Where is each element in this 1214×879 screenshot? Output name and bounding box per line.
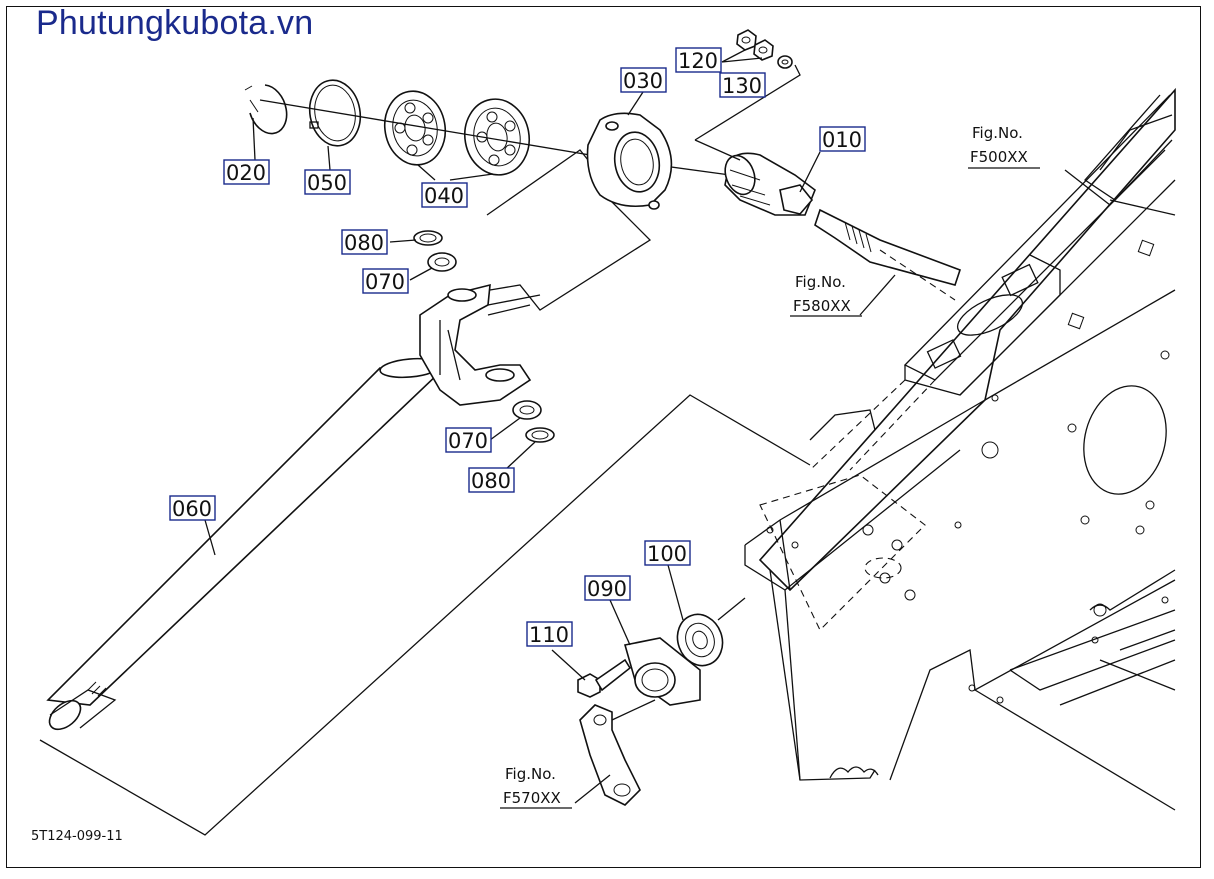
bearing-070-top xyxy=(427,252,457,272)
svg-text:F500XX: F500XX xyxy=(970,148,1028,166)
svg-text:030: 030 xyxy=(623,69,663,93)
flange-090 xyxy=(623,637,701,706)
svg-text:080: 080 xyxy=(471,469,511,493)
svg-text:010: 010 xyxy=(822,128,862,152)
fig-ref-f570[interactable]: Fig.No. F570XX xyxy=(500,765,572,809)
part-label-110[interactable]: 110 xyxy=(526,621,573,647)
lever-arm-drawing xyxy=(579,699,656,806)
washer-130 xyxy=(777,55,793,69)
bearing-100 xyxy=(676,597,746,667)
svg-text:Fig.No.: Fig.No. xyxy=(505,765,556,783)
bolt-110 xyxy=(577,658,632,698)
ball-bearing-040-a xyxy=(383,90,447,166)
ball-bearing-040-b xyxy=(464,98,530,176)
figure-code: 5T124-099-11 xyxy=(31,829,123,844)
svg-text:Fig.No.: Fig.No. xyxy=(795,273,846,291)
svg-text:120: 120 xyxy=(678,49,718,73)
washer-080-bottom xyxy=(525,427,555,443)
svg-text:100: 100 xyxy=(647,542,687,566)
frame-assembly-drawing xyxy=(744,87,1176,811)
svg-text:050: 050 xyxy=(307,171,347,195)
wiring-shaft-drawing xyxy=(814,208,962,301)
svg-text:Fig.No.: Fig.No. xyxy=(972,124,1023,142)
leader-lines xyxy=(204,49,1111,804)
svg-text:090: 090 xyxy=(587,577,627,601)
washer-080-top xyxy=(413,230,443,246)
fig-ref-f500[interactable]: Fig.No. F500XX xyxy=(968,124,1040,169)
site-watermark: Phutungkubota.vn xyxy=(36,4,314,42)
snap-ring-020 xyxy=(244,84,288,135)
shaft-060-drawing xyxy=(39,357,811,836)
part-label-120[interactable]: 120 xyxy=(675,47,722,73)
fork-bracket-drawing xyxy=(419,149,652,406)
part-label-070-bottom[interactable]: 070 xyxy=(445,427,492,453)
part-label-050[interactable]: 050 xyxy=(304,169,351,195)
part-label-090[interactable]: 090 xyxy=(584,575,631,601)
part-label-080-bottom[interactable]: 080 xyxy=(468,467,515,493)
svg-text:060: 060 xyxy=(172,497,212,521)
sensor-010 xyxy=(694,139,816,216)
part-label-070-top[interactable]: 070 xyxy=(362,268,409,294)
part-label-130[interactable]: 130 xyxy=(719,72,766,98)
bearing-070-bottom xyxy=(512,400,542,420)
svg-text:F570XX: F570XX xyxy=(503,789,561,807)
part-label-030[interactable]: 030 xyxy=(620,67,667,93)
part-label-020[interactable]: 020 xyxy=(223,159,270,185)
bearing-housing-030 xyxy=(586,112,673,210)
svg-text:070: 070 xyxy=(365,270,405,294)
part-label-080-top[interactable]: 080 xyxy=(341,229,388,255)
part-label-040[interactable]: 040 xyxy=(421,182,468,208)
part-label-060[interactable]: 060 xyxy=(169,495,216,521)
svg-text:020: 020 xyxy=(226,161,266,185)
svg-text:040: 040 xyxy=(424,184,464,208)
diagram-frame xyxy=(6,6,1201,868)
svg-text:080: 080 xyxy=(344,231,384,255)
part-label-010[interactable]: 010 xyxy=(819,126,866,152)
svg-text:110: 110 xyxy=(529,623,569,647)
fig-ref-f580[interactable]: Fig.No. F580XX xyxy=(790,273,862,317)
svg-text:130: 130 xyxy=(722,74,762,98)
part-label-100[interactable]: 100 xyxy=(644,540,691,566)
nut-120 xyxy=(736,29,774,61)
svg-text:F580XX: F580XX xyxy=(793,297,851,315)
svg-text:070: 070 xyxy=(448,429,488,453)
